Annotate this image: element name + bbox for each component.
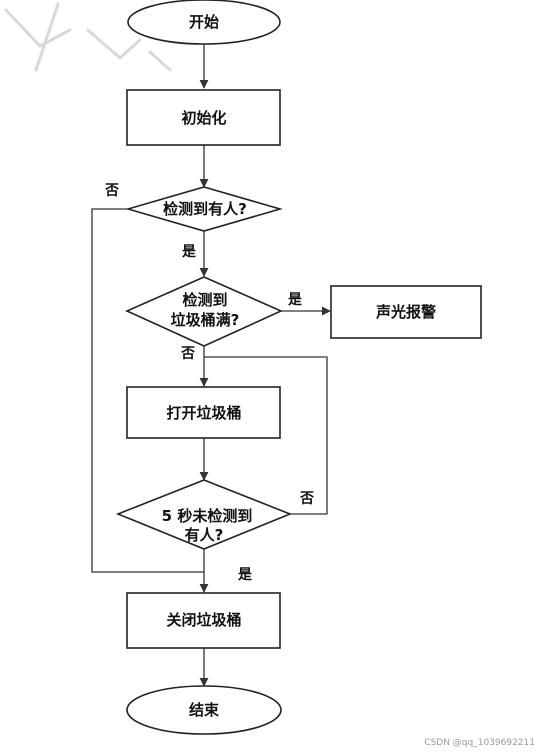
alarm-label: 声光报警 bbox=[375, 303, 436, 321]
timeout-yes-label: 是 bbox=[238, 567, 253, 583]
detect-person-label: 检测到有人? bbox=[163, 200, 247, 218]
bin-full-decision bbox=[125, 276, 283, 347]
connectors bbox=[91, 44, 331, 687]
edge-timeout-no-loop bbox=[204, 356, 328, 515]
start-label: 开始 bbox=[189, 13, 219, 31]
close-bin-node bbox=[126, 592, 281, 649]
init-node bbox=[126, 89, 281, 146]
detect-yes-label: 是 bbox=[182, 244, 197, 260]
close-bin-label: 关闭垃圾桶 bbox=[166, 611, 241, 629]
open-bin-node bbox=[126, 386, 281, 439]
end-node bbox=[126, 685, 282, 735]
bin-full-no-label: 否 bbox=[180, 346, 195, 362]
watermark-text: CSDN @qq_1039692211 bbox=[424, 738, 535, 748]
timeout-no-label: 否 bbox=[299, 491, 314, 507]
timeout-label-line1: 5 秒未检测到 bbox=[162, 507, 253, 525]
background-scribble bbox=[4, 2, 172, 72]
edge-detect-no-loop bbox=[91, 208, 204, 573]
bin-full-yes-label: 是 bbox=[288, 292, 303, 308]
start-node bbox=[127, 0, 281, 45]
detect-person-decision bbox=[125, 186, 283, 232]
open-bin-label: 打开垃圾桶 bbox=[166, 404, 241, 422]
detect-no-label: 否 bbox=[104, 183, 119, 199]
end-label: 结束 bbox=[189, 701, 220, 719]
bin-full-label-line2: 垃圾桶满? bbox=[171, 311, 240, 329]
init-label: 初始化 bbox=[181, 109, 226, 127]
bin-full-label-line1: 检测到 bbox=[182, 291, 227, 309]
timeout-decision bbox=[115, 479, 293, 550]
timeout-label-line2: 有人? bbox=[185, 526, 224, 544]
alarm-node bbox=[330, 285, 482, 339]
